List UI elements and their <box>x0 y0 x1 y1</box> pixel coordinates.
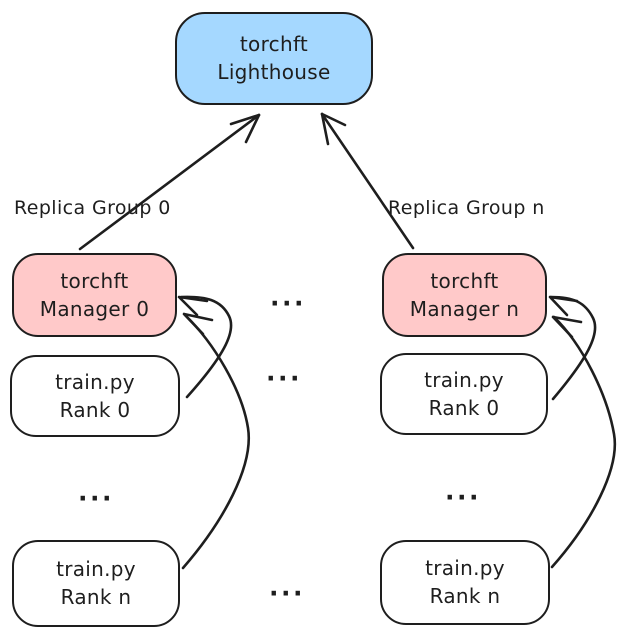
ellipsis-between-rank0-boxes: ... <box>266 357 302 387</box>
node-train-rank-n-right: train.py Rank n <box>380 540 550 625</box>
node-train-rank-n-left: train.py Rank n <box>12 540 180 627</box>
node-train-rank0-right: train.py Rank 0 <box>380 353 548 435</box>
manager-n-line2: Manager n <box>409 296 520 321</box>
manager0-line1: torchft <box>60 268 129 293</box>
node-train-rank0-left: train.py Rank 0 <box>10 355 180 437</box>
node-torchft-manager-n: torchft Manager n <box>382 253 547 337</box>
rank0-right-line1: train.py <box>424 367 504 392</box>
ellipsis-between-managers: ... <box>270 282 306 312</box>
arrow-rank0-right-to-manager-n <box>549 295 597 401</box>
arrow-manager-n-to-lighthouse <box>320 112 415 250</box>
arrow-rank-n-left-to-manager0 <box>181 313 251 570</box>
rank-n-left-line2: Rank n <box>60 585 132 609</box>
rank0-right-line2: Rank 0 <box>428 395 500 420</box>
arrow-rank0-left-to-manager0 <box>179 295 233 399</box>
rank-n-right-line1: train.py <box>425 556 505 580</box>
label-replica-group-n: Replica Group n <box>388 197 545 219</box>
node-torchft-lighthouse: torchft Lighthouse <box>175 12 373 105</box>
arrowhead-rank-n-left-to-manager0 <box>182 312 214 336</box>
arrow-rank-n-right-to-manager-n <box>550 315 617 569</box>
arrowhead-manager-n-to-lighthouse <box>320 112 347 146</box>
rank-n-left-line1: train.py <box>56 557 136 581</box>
arrowhead-manager0-to-lighthouse <box>229 113 261 144</box>
arrowhead-rank0-right-to-manager-n <box>548 295 579 317</box>
lighthouse-line1: torchft <box>239 32 309 56</box>
manager-n-line1: torchft <box>430 268 499 293</box>
rank0-left-line1: train.py <box>55 369 135 394</box>
node-torchft-manager-0: torchft Manager 0 <box>12 253 177 337</box>
ellipsis-left-column: ... <box>78 477 114 507</box>
rank-n-right-line2: Rank n <box>429 584 501 608</box>
manager0-line2: Manager 0 <box>39 296 150 321</box>
lighthouse-line2: Lighthouse <box>217 60 331 84</box>
ellipsis-right-column: ... <box>445 476 481 506</box>
arrowhead-rank0-left-to-manager0 <box>177 295 209 317</box>
arrow-manager0-to-lighthouse <box>78 113 261 251</box>
label-replica-group-0: Replica Group 0 <box>14 197 171 219</box>
arrowhead-rank-n-right-to-manager-n <box>551 315 583 339</box>
ellipsis-between-rank-n-boxes: ... <box>269 572 305 602</box>
rank0-left-line2: Rank 0 <box>59 397 131 422</box>
